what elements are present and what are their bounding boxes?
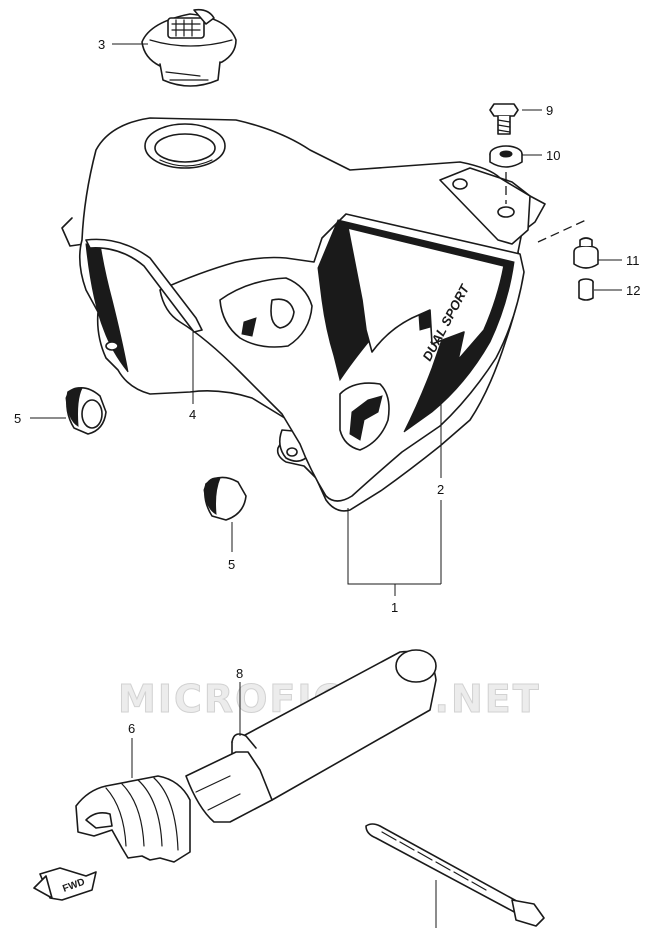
fwd-arrow-icon: FWD: [33, 867, 97, 901]
callout-2: 2: [437, 482, 444, 497]
tank-shroud-decal: DUAL SPORT: [159, 213, 525, 502]
callout-5-lower: 5: [228, 557, 235, 572]
fuel-cap: [141, 8, 237, 87]
watermark-bottom: MICROFICHES.NET: [118, 677, 541, 721]
callout-4: 4: [189, 407, 196, 422]
callout-9: 9: [546, 103, 553, 118]
cushion-left: [65, 387, 107, 435]
callout-10: 10: [546, 148, 560, 163]
cable-tie: [365, 823, 545, 927]
callout-5-left: 5: [14, 411, 21, 426]
callout-8: 8: [236, 666, 243, 681]
cushion: [573, 237, 599, 269]
cushion-lower: [203, 476, 247, 521]
callout-6: 6: [128, 721, 135, 736]
tank-strip: [85, 238, 203, 333]
assembly-line-cushion: [537, 219, 587, 243]
bolt: [489, 103, 519, 135]
grommet-ring: [489, 145, 523, 168]
cushion-block: [75, 775, 191, 863]
callout-12: 12: [626, 283, 640, 298]
callout-3: 3: [98, 37, 105, 52]
collar: [578, 278, 594, 301]
leader-lines: [30, 43, 622, 928]
callout-11: 11: [626, 253, 640, 268]
callout-1: 1: [391, 600, 398, 615]
protector-sleeve: [185, 649, 437, 823]
